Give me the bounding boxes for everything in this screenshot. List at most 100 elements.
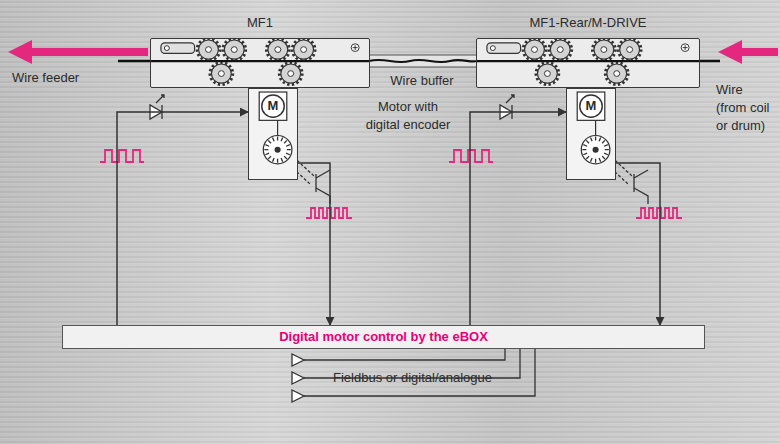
gear-teeth xyxy=(536,63,559,85)
wire xyxy=(151,60,369,62)
signal-connector xyxy=(298,163,330,325)
signal-line xyxy=(304,349,505,360)
gear-teeth xyxy=(223,39,246,61)
arrow-head xyxy=(718,40,742,64)
transistor-base xyxy=(633,174,634,192)
signal-connector xyxy=(616,163,660,325)
motor-circle xyxy=(262,95,284,117)
input-triangle xyxy=(292,372,304,384)
input-triangle xyxy=(292,354,304,366)
pulse-wave xyxy=(636,208,682,218)
annotation: Wire buffer xyxy=(372,71,472,89)
lever-pivot xyxy=(490,46,495,51)
fieldbus-inputs xyxy=(292,349,535,402)
encoder-slots xyxy=(582,137,609,163)
gear-hub xyxy=(627,47,633,53)
wire xyxy=(477,60,699,62)
emission-arrow xyxy=(156,95,164,103)
gear-hub xyxy=(288,71,294,77)
arrow-head xyxy=(8,40,32,64)
screw-cross xyxy=(683,45,688,50)
motor-symbol-text: M xyxy=(249,96,297,114)
transistor-base xyxy=(315,174,316,192)
gear xyxy=(537,64,557,83)
gear-teeth xyxy=(618,39,641,61)
gear-teeth xyxy=(549,39,572,61)
annotation: Motor with digital encoder xyxy=(360,97,456,133)
motor-housing xyxy=(577,92,605,120)
wire xyxy=(699,60,720,63)
pulse-wave xyxy=(306,208,352,218)
gear-teeth xyxy=(210,63,233,85)
gear xyxy=(607,64,627,83)
signal-line xyxy=(304,349,535,396)
annotation: Wire feeder xyxy=(12,68,132,86)
signal-connector xyxy=(470,112,566,325)
gear-hub xyxy=(544,71,550,77)
motor-letter: M xyxy=(268,98,279,113)
pulse-wave xyxy=(100,150,144,162)
wire xyxy=(369,60,477,62)
transistor-leads xyxy=(316,170,330,204)
gear xyxy=(281,64,301,83)
emission-arrow xyxy=(506,95,514,103)
arrow-shaft xyxy=(31,48,148,56)
annotation-text: Motor with digital encoder xyxy=(366,99,451,132)
feeder-mechanism xyxy=(151,39,369,87)
gear-teeth xyxy=(266,39,289,61)
encoder-slots xyxy=(264,137,291,163)
motor-letter: M xyxy=(586,98,597,113)
annotation-text: Fieldbus or digital/analogue xyxy=(333,370,492,385)
pressure-lever xyxy=(487,43,521,54)
gear xyxy=(294,40,314,59)
gear-teeth xyxy=(592,39,615,61)
gear-hub xyxy=(557,47,563,53)
device-name: MF1-Rear/M-DRIVE xyxy=(477,13,699,31)
gear-hub xyxy=(275,47,281,53)
gear xyxy=(594,40,614,59)
annotation-text: Wire feeder xyxy=(12,70,79,85)
gear xyxy=(550,40,570,59)
pressure-lever xyxy=(161,43,195,54)
annotation: Wire (from coil or drum) xyxy=(716,80,774,134)
gear xyxy=(199,40,219,59)
gear-hub xyxy=(218,71,224,77)
gear xyxy=(268,40,288,59)
wire-feeder-box: MF1 xyxy=(150,38,370,88)
signal-connector xyxy=(117,112,248,325)
screw xyxy=(351,44,359,52)
gear-hub xyxy=(601,47,607,53)
encoder-disk xyxy=(263,136,292,164)
encoder-hub xyxy=(275,147,281,153)
annotation-text: Wire buffer xyxy=(390,73,453,88)
pulse-wave xyxy=(449,150,493,162)
buffer-tube xyxy=(369,55,477,67)
screw xyxy=(681,44,689,52)
lever-pivot xyxy=(164,46,169,51)
motor-circle xyxy=(580,95,602,117)
arrow-shaft xyxy=(741,48,778,56)
gear xyxy=(211,64,231,83)
transistor-leads xyxy=(634,170,648,204)
gear-hub xyxy=(614,71,620,77)
gear xyxy=(620,40,640,59)
photo-diode xyxy=(150,95,514,119)
device-name: MF1-Rear/M-DRIVE xyxy=(529,15,646,30)
gear-hub xyxy=(301,47,307,53)
gear-teeth xyxy=(292,39,315,61)
motor-box: M xyxy=(566,88,616,180)
control-title: Digital motor control by the eBOX xyxy=(275,329,492,345)
wire xyxy=(118,60,151,63)
annotation: Fieldbus or digital/analogue xyxy=(333,368,492,386)
gear-hub xyxy=(532,47,538,53)
encoder-hub xyxy=(593,147,599,153)
gear-hub xyxy=(231,47,237,53)
gear-teeth xyxy=(523,39,546,61)
gear-teeth xyxy=(197,39,220,61)
gear xyxy=(224,40,244,59)
motor-housing xyxy=(259,92,287,120)
annotation-text: Wire (from coil or drum) xyxy=(716,82,769,133)
wire-buffer xyxy=(369,55,477,67)
gear-teeth xyxy=(605,63,628,85)
